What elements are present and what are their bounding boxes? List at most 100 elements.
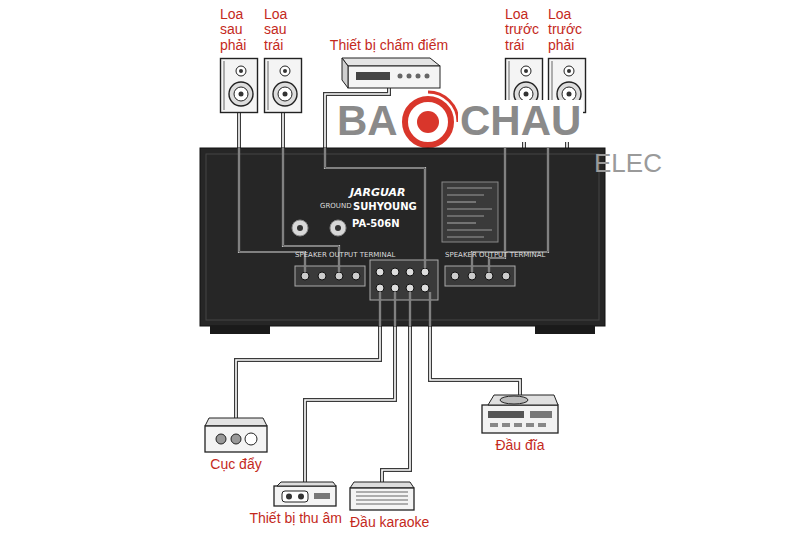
button bbox=[416, 74, 421, 79]
speaker-cabinet bbox=[549, 59, 586, 113]
terminal-screw bbox=[502, 272, 510, 280]
speaker-box-outline bbox=[220, 58, 258, 113]
speaker-drawing bbox=[265, 59, 302, 113]
speaker-box: Loa trước trái bbox=[505, 58, 543, 113]
device-label: Loa sau trái bbox=[264, 7, 308, 53]
rca-jack bbox=[421, 284, 429, 292]
cable bbox=[325, 88, 389, 148]
cable bbox=[237, 113, 241, 148]
inner-cable bbox=[429, 292, 431, 326]
cable bbox=[236, 326, 380, 418]
amplifier-panel: JARGUARSUHYOUNGPA-506N bbox=[200, 148, 605, 326]
woofer-cone bbox=[278, 87, 292, 101]
recorder-top bbox=[277, 482, 336, 486]
cable-group bbox=[382, 326, 410, 482]
woofer-cap bbox=[524, 92, 529, 97]
button bbox=[526, 423, 534, 427]
disc-player: Đầu đĩa bbox=[482, 395, 558, 433]
cable-core bbox=[282, 113, 284, 148]
button bbox=[398, 74, 403, 79]
player-body bbox=[482, 405, 558, 433]
device-top bbox=[342, 58, 440, 66]
scoring-device-outline bbox=[338, 58, 440, 88]
tweeter-core bbox=[239, 69, 243, 73]
device-label: Đầu đĩa bbox=[495, 438, 544, 453]
knob bbox=[231, 434, 241, 444]
woofer bbox=[229, 82, 253, 106]
inner-cable-core bbox=[325, 148, 425, 268]
ground-post-core bbox=[335, 225, 341, 231]
inner-cable-core bbox=[489, 148, 505, 272]
cable bbox=[305, 326, 395, 482]
inner-cable bbox=[409, 292, 411, 326]
brand-name: JARGUAR bbox=[350, 186, 406, 199]
scoring-device: Thiết bị chấm điểm bbox=[338, 58, 440, 88]
front-rib bbox=[356, 496, 408, 497]
spec-sticker bbox=[442, 182, 498, 242]
button bbox=[538, 423, 546, 427]
woofer bbox=[273, 82, 297, 106]
recorder-device: Thiết bị thu âm bbox=[274, 482, 336, 506]
speaker-drawing bbox=[221, 59, 258, 113]
front-rib bbox=[356, 492, 408, 493]
amp-top bbox=[205, 418, 267, 426]
inner-cable-core bbox=[395, 292, 396, 326]
inner-cable bbox=[394, 292, 396, 326]
speaker-cabinet bbox=[265, 59, 302, 113]
inner-cable bbox=[472, 148, 548, 272]
amp-body bbox=[200, 148, 605, 326]
speaker-drawing bbox=[549, 59, 586, 113]
speaker-box-outline bbox=[548, 58, 586, 113]
speaker-box-outline bbox=[264, 58, 302, 113]
device-side bbox=[342, 58, 348, 88]
reel bbox=[286, 494, 292, 500]
tweeter bbox=[236, 66, 246, 76]
amp-foot bbox=[210, 326, 270, 334]
sticker-line bbox=[447, 229, 492, 230]
speaker-drawing bbox=[506, 59, 543, 113]
ground-post-core bbox=[297, 225, 303, 231]
front-rib bbox=[356, 504, 408, 505]
cable-group bbox=[524, 113, 525, 148]
sticker-line bbox=[447, 222, 476, 223]
cable-group bbox=[567, 113, 568, 148]
ground-post bbox=[292, 220, 308, 236]
inner-cable bbox=[379, 292, 381, 326]
tray bbox=[488, 411, 524, 418]
player-drawing bbox=[482, 395, 558, 433]
device-label: Cục đẩy bbox=[210, 457, 261, 472]
inner-cable-core bbox=[410, 292, 411, 326]
rca-jack bbox=[406, 268, 414, 276]
logo-ring bbox=[405, 92, 458, 145]
tweeter bbox=[521, 66, 531, 76]
speaker-box: Loa sau trái bbox=[264, 58, 302, 113]
device-label: Thiết bị chấm điểm bbox=[330, 38, 448, 53]
cable bbox=[382, 326, 410, 482]
tweeter bbox=[280, 66, 290, 76]
inner-cable bbox=[239, 148, 305, 272]
cable-group bbox=[430, 326, 520, 395]
rca-jack bbox=[391, 268, 399, 276]
device-label: Loa trước phải bbox=[548, 7, 592, 53]
woofer-cap bbox=[239, 92, 244, 97]
knob bbox=[245, 433, 257, 445]
cable-core bbox=[382, 326, 410, 482]
terminal-screw bbox=[335, 272, 343, 280]
speaker-terminal-block bbox=[445, 266, 515, 286]
inner-cable bbox=[283, 148, 339, 272]
logo-dot bbox=[417, 111, 439, 133]
rca-jack bbox=[376, 268, 384, 276]
watermark-text: BA bbox=[335, 100, 400, 142]
device-label: Loa trước trái bbox=[505, 7, 549, 53]
speaker-box: Loa sau phải bbox=[220, 58, 258, 113]
terminal-screw bbox=[301, 272, 309, 280]
sticker-line bbox=[447, 187, 492, 188]
karaoke-player-outline bbox=[350, 482, 414, 510]
rca-jack bbox=[406, 284, 414, 292]
woofer-cap bbox=[283, 92, 288, 97]
cassette-window bbox=[282, 491, 308, 502]
tweeter-core bbox=[283, 69, 287, 73]
tweeter bbox=[564, 66, 574, 76]
woofer-cone bbox=[519, 87, 533, 101]
